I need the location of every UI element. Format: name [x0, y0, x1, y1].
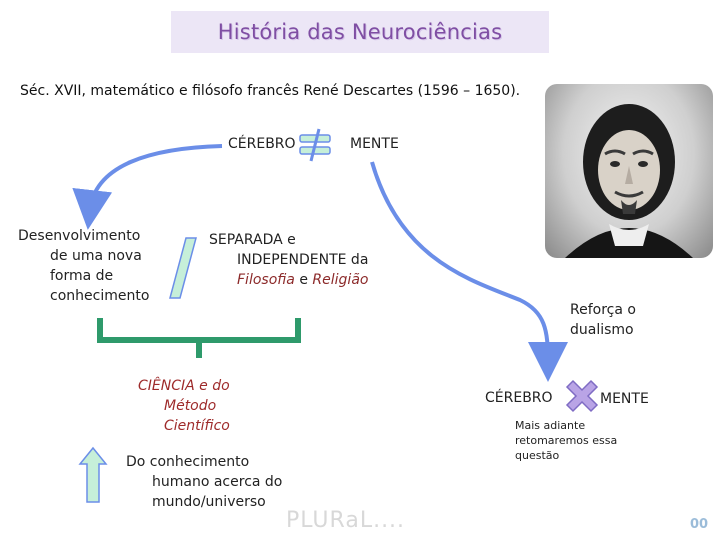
logo-watermark: PLURaL....	[286, 508, 406, 533]
note-text-block: Mais adiante retomaremos essa questão	[515, 418, 617, 463]
portrait-image	[545, 84, 713, 258]
middle-line-1: SEPARADA e	[209, 232, 296, 248]
mind-label-top: MENTE	[350, 136, 399, 152]
slash-icon	[168, 236, 198, 300]
subtitle: Séc. XVII, matemático e filósofo francês…	[20, 83, 521, 99]
dualism-line: Reforça o	[570, 302, 636, 318]
x-mark-icon	[563, 377, 601, 415]
separated-text-block: SEPARADA e INDEPENDENTE da Filosofia e R…	[209, 230, 368, 290]
brain-label-bottom: CÉREBRO	[485, 390, 553, 406]
and-word: e	[299, 272, 308, 288]
science-line: CIÊNCIA e do	[138, 378, 230, 394]
science-line: Método	[164, 398, 217, 414]
left-line: de uma nova	[50, 248, 142, 264]
middle-line-2: INDEPENDENTE da	[237, 252, 369, 268]
bracket-icon	[97, 318, 301, 343]
note-line: retomaremos essa	[515, 434, 618, 447]
slide-title: História das Neurociências	[217, 20, 503, 44]
up-arrow-icon	[78, 446, 108, 504]
mind-label-bottom: MENTE	[600, 391, 649, 407]
left-line: forma de	[50, 268, 114, 284]
knowledge-line: mundo/universo	[152, 494, 266, 510]
dualism-line: dualismo	[570, 322, 634, 338]
philosophy-word: Filosofia	[237, 272, 295, 288]
left-line: conhecimento	[50, 288, 150, 304]
portrait-illustration	[565, 104, 693, 258]
knowledge-line: humano acerca do	[152, 474, 283, 490]
religion-word: Religião	[312, 272, 369, 288]
knowledge-line: Do conhecimento	[126, 454, 250, 470]
brain-label-top: CÉREBRO	[228, 136, 296, 152]
note-line: questão	[515, 449, 560, 462]
page-number: 00	[690, 517, 709, 532]
knowledge-text-block: Do conhecimento humano acerca do mundo/u…	[126, 452, 282, 512]
science-text-block: CIÊNCIA e do Método Científico	[138, 376, 230, 436]
dualism-text-block: Reforça o dualismo	[570, 300, 636, 340]
middle-line-3: Filosofia e Religião	[209, 270, 368, 290]
curved-arrow-icon	[370, 161, 568, 382]
left-line: Desenvolvimento	[18, 228, 141, 244]
left-text-block: Desenvolvimento de uma nova forma de con…	[18, 226, 154, 306]
science-line: Científico	[164, 418, 230, 434]
equals-strike-icon	[297, 128, 333, 162]
title-box: História das Neurociências	[171, 11, 549, 53]
curved-arrow-icon	[72, 144, 223, 230]
note-line: Mais adiante	[515, 419, 586, 432]
